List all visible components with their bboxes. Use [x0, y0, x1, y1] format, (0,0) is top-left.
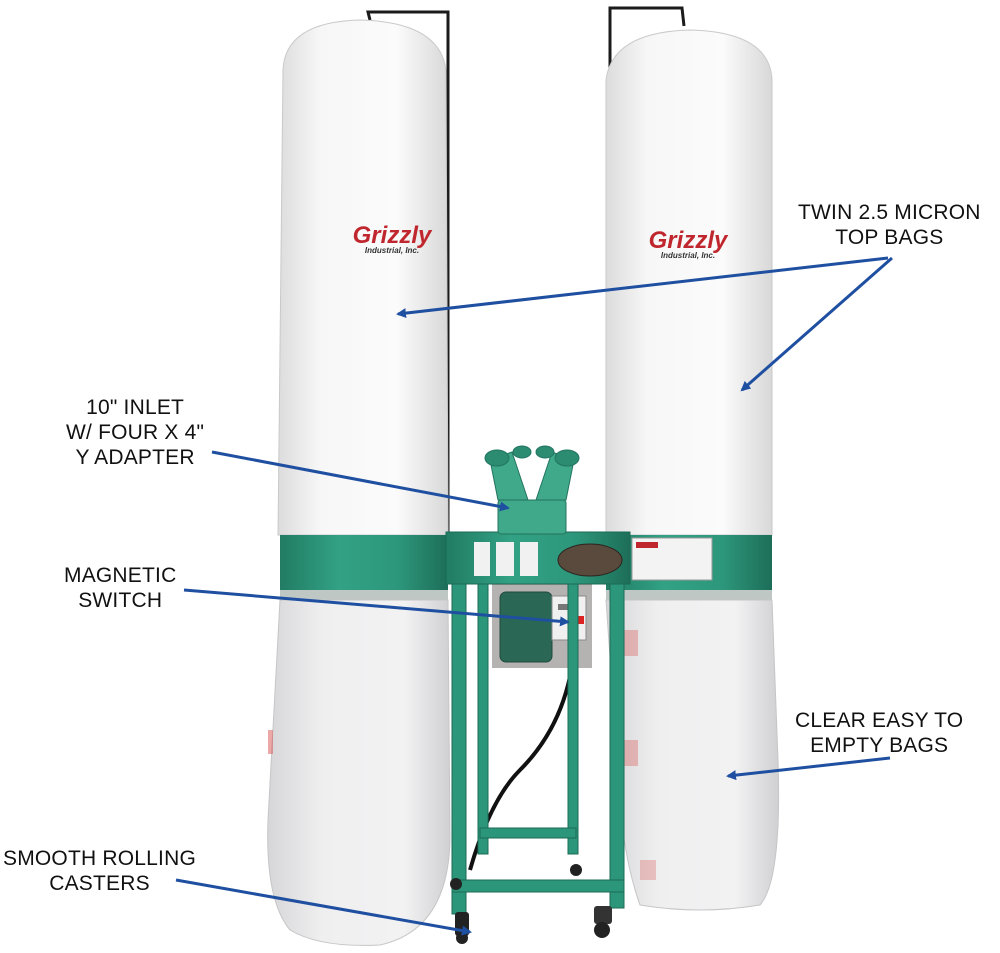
callout-bottom-bags: CLEAR EASY TO EMPTY BAGS	[795, 708, 963, 758]
callout-line: CLEAR EASY TO	[795, 709, 964, 732]
callout-line: Y ADAPTER	[75, 446, 195, 469]
callout-line: CASTERS	[49, 872, 150, 895]
left-green-drum	[280, 535, 448, 600]
callout-arrows	[175, 256, 893, 936]
callout-magnetic-switch: MAGNETIC SWITCH	[64, 563, 176, 613]
svg-text:Grizzly: Grizzly	[353, 222, 433, 249]
right-top-bag	[605, 29, 773, 536]
left-bottom-bag	[267, 599, 451, 946]
grizzly-logo-right: Grizzly Industrial, Inc.	[649, 227, 729, 260]
grizzly-logo-left: Grizzly Industrial, Inc.	[353, 222, 433, 255]
callout-line: TOP BAGS	[835, 226, 944, 249]
blower-housing	[445, 531, 713, 585]
callout-line: W/ FOUR X 4"	[66, 421, 205, 444]
casters	[450, 864, 612, 944]
callout-line: SWITCH	[78, 589, 163, 612]
callout-line: EMPTY BAGS	[810, 734, 949, 757]
y-adapter	[484, 445, 580, 535]
svg-text:Industrial, Inc.: Industrial, Inc.	[661, 251, 715, 260]
right-bottom-bag	[605, 599, 780, 911]
callout-line: SMOOTH ROLLING	[3, 847, 196, 870]
svg-text:Industrial, Inc.: Industrial, Inc.	[365, 246, 419, 255]
callout-inlet: 10" INLET W/ FOUR X 4" Y ADAPTER	[66, 395, 204, 470]
callout-line: MAGNETIC	[64, 564, 177, 587]
callout-top-bags: TWIN 2.5 MICRON TOP BAGS	[798, 200, 981, 250]
callout-line: TWIN 2.5 MICRON	[798, 201, 981, 224]
left-top-bag	[277, 19, 449, 536]
svg-text:Grizzly: Grizzly	[649, 227, 729, 254]
callout-line: 10" INLET	[86, 396, 185, 419]
callout-casters: SMOOTH ROLLING CASTERS	[3, 846, 196, 896]
